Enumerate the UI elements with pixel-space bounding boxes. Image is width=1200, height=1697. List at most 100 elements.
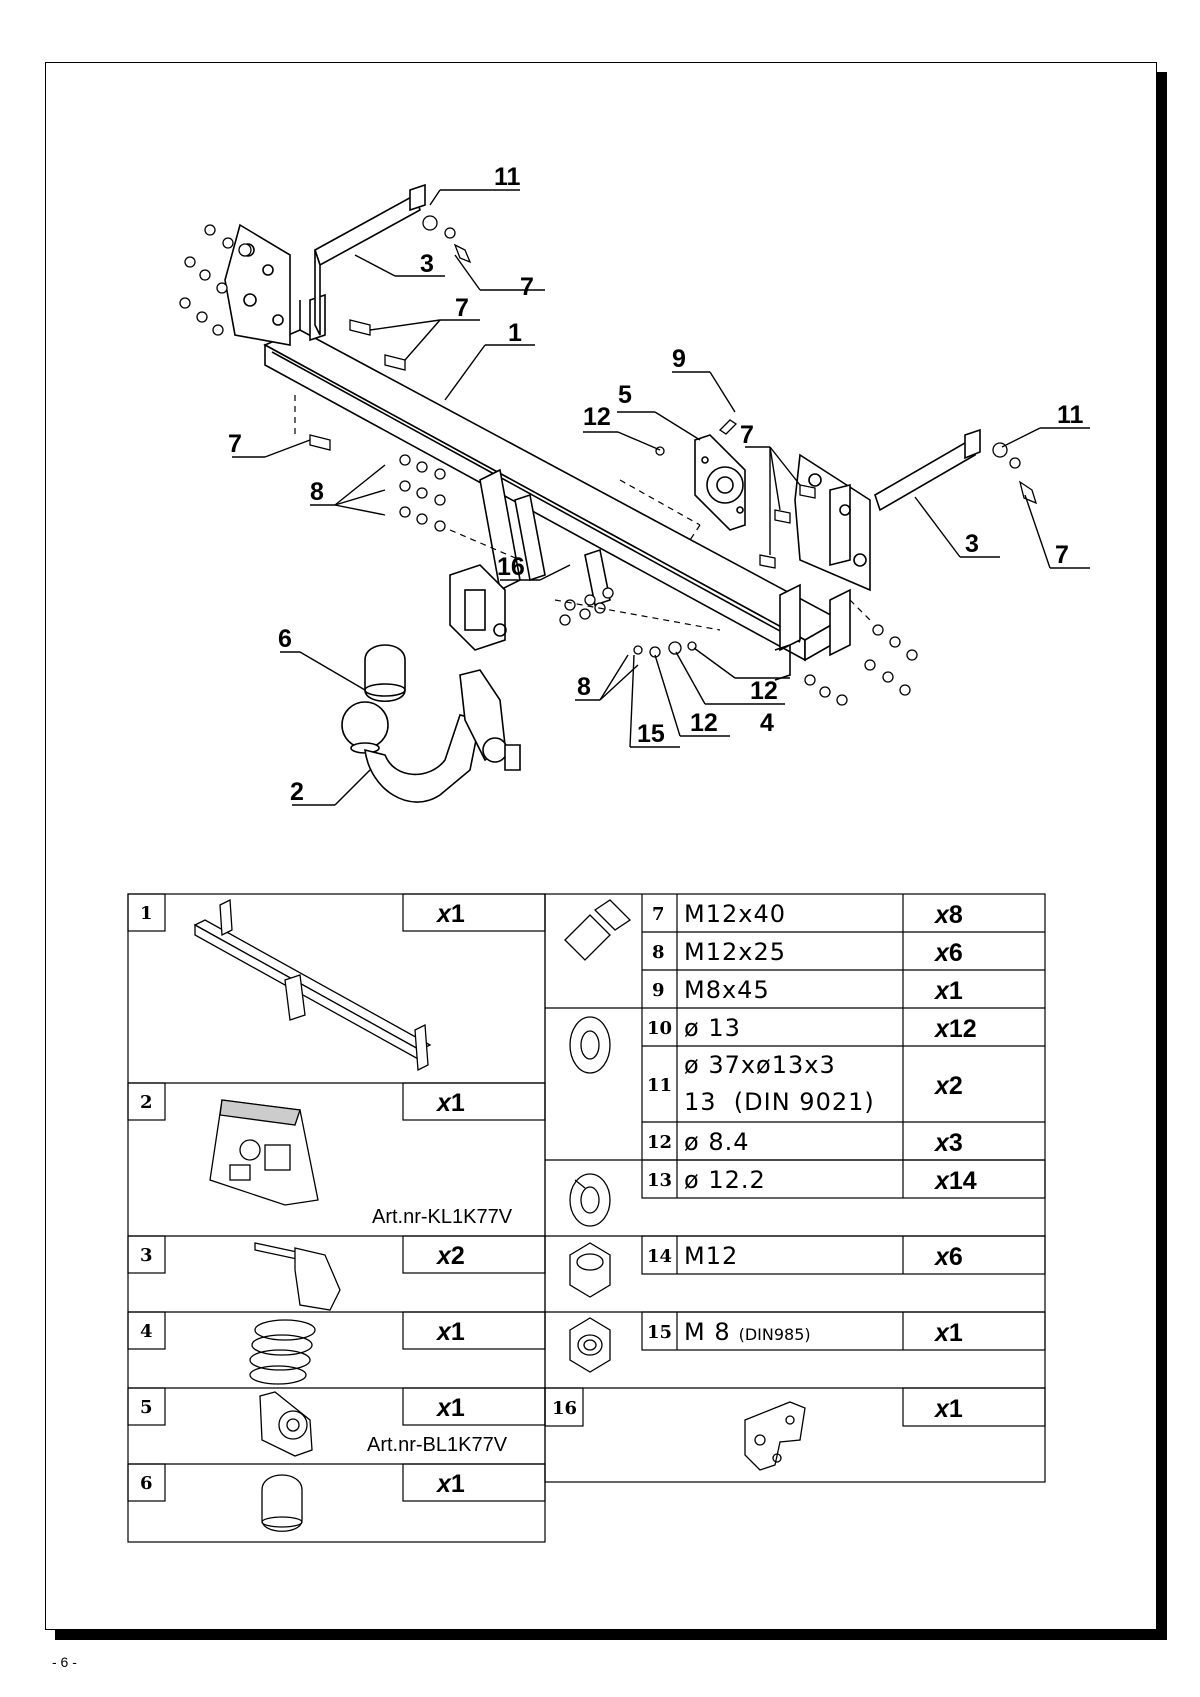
callout-11-left: 11 <box>494 163 521 191</box>
hw-spec-11-line2: 13 (DIN 9021) <box>684 1088 875 1116</box>
part-no-6: 6 <box>140 1473 153 1494</box>
thumb-washer <box>569 1016 611 1074</box>
part-qty-4: x1 <box>435 1318 465 1346</box>
part-no-1: 1 <box>140 903 153 924</box>
qty-value: 6 <box>949 1243 963 1271</box>
part-no-3: 3 <box>140 1245 153 1266</box>
callout-labels: 11 3 7 7 1 9 5 12 7 7 11 8 3 7 16 6 8 12… <box>228 163 1084 806</box>
callout-15: 15 <box>637 720 665 748</box>
callout-11-right: 11 <box>1057 401 1084 429</box>
part-no-2: 2 <box>140 1092 153 1113</box>
thumb-side-arm <box>254 1242 341 1311</box>
callout-6: 6 <box>278 625 292 653</box>
qty-mark: x <box>435 900 452 928</box>
part-qty-1: x1 <box>435 900 465 928</box>
callout-12-lower: 12 <box>690 709 718 737</box>
hw-qty-13: x14 <box>933 1167 977 1195</box>
qty-value: 1 <box>451 1394 465 1422</box>
callout-16: 16 <box>497 553 525 581</box>
callout-1: 1 <box>508 319 522 347</box>
part-qty-3: x2 <box>435 1242 465 1270</box>
hw-no-12: 12 <box>647 1132 672 1153</box>
qty-value: 1 <box>949 1319 963 1347</box>
hw-spec-14: M12 <box>684 1242 738 1270</box>
callout-8-left: 8 <box>310 478 324 506</box>
parts-table <box>127 893 1046 1543</box>
thumb-bracket-16 <box>744 1401 806 1471</box>
callout-8-lower: 8 <box>577 673 591 701</box>
qty-mark: x <box>933 977 950 1005</box>
callout-3-left: 3 <box>420 250 434 278</box>
table-thumbnails <box>193 898 806 1532</box>
qty-mark: x <box>933 1395 950 1423</box>
thumb-electrical-kit <box>209 1099 319 1206</box>
crossbar-drawing <box>263 293 851 681</box>
part-qty-5: x1 <box>435 1394 465 1422</box>
thumb-socket-plate <box>259 1391 313 1457</box>
hw-qty-8: x6 <box>933 939 963 967</box>
hw-spec-13: ø 12.2 <box>684 1166 766 1194</box>
qty-mark: x <box>435 1089 452 1117</box>
thumb-spring <box>249 1319 316 1385</box>
qty-mark: x <box>933 1129 950 1157</box>
qty-value: 1 <box>451 1470 465 1498</box>
hw-spec-12: ø 8.4 <box>684 1128 749 1156</box>
hw-no-13: 13 <box>647 1170 672 1191</box>
part-art-2: Art.nr-KL1K77V <box>372 1206 513 1228</box>
page-number: - 6 - <box>52 1654 77 1670</box>
hardware-drawing <box>179 215 1038 706</box>
hw-qty-15: x1 <box>933 1319 963 1347</box>
qty-value: 14 <box>949 1167 977 1195</box>
bracket-16-drawing <box>449 564 507 651</box>
hw-no-8: 8 <box>652 942 665 963</box>
hw-spec-15: M 8 (DIN985) <box>684 1318 811 1346</box>
qty-mark: x <box>435 1318 452 1346</box>
hw-qty-7: x8 <box>933 901 963 929</box>
callout-7-mid: 7 <box>455 294 469 322</box>
callout-7-right-lower: 7 <box>1055 541 1069 569</box>
qty-mark: x <box>435 1242 452 1270</box>
hw-spec-15-note: (DIN985) <box>739 1325 811 1344</box>
thumb-spring-washer <box>569 1173 611 1227</box>
assembly-lines <box>294 395 871 631</box>
hw-qty-10: x12 <box>933 1015 977 1043</box>
part-art-5: Art.nr-BL1K77V <box>367 1434 508 1456</box>
ball-cap-drawing <box>364 644 406 702</box>
qty-value: 12 <box>949 1015 977 1043</box>
qty-mark: x <box>435 1470 452 1498</box>
callout-12-right: 12 <box>750 677 778 705</box>
exploded-view <box>179 183 1090 806</box>
callout-7-left-lower: 7 <box>228 430 242 458</box>
callout-7-right-upper: 7 <box>740 421 754 449</box>
parts-text: 1 x1 2 x1 Art.nr-KL1K77V 3 x2 4 x1 5 x1 … <box>140 900 513 1498</box>
qty-value: 1 <box>949 977 963 1005</box>
part-qty-2: x1 <box>435 1089 465 1117</box>
callout-4: 4 <box>760 709 774 737</box>
towball-neck-drawing <box>341 669 521 803</box>
qty-value: 2 <box>949 1072 963 1100</box>
callout-12-upper: 12 <box>583 403 611 431</box>
qty-mark: x <box>933 1015 950 1043</box>
hardware-text: 7 M12x40 x8 8 M12x25 x6 9 M8x45 x1 10 ø … <box>552 900 977 1423</box>
hw-spec-10: ø 13 <box>684 1014 741 1042</box>
qty-value: 1 <box>949 1395 963 1423</box>
hw-no-7: 7 <box>652 904 665 925</box>
qty-mark: x <box>933 1072 950 1100</box>
hw-spec-15-main: M 8 <box>684 1318 731 1346</box>
qty-mark: x <box>933 1243 950 1271</box>
part-qty-6: x1 <box>435 1470 465 1498</box>
qty-value: 8 <box>949 901 963 929</box>
qty-value: 1 <box>451 1318 465 1346</box>
hw-qty-16: x1 <box>933 1395 963 1423</box>
thumb-lock-nut <box>569 1317 611 1373</box>
callout-9: 9 <box>672 345 686 373</box>
callout-2: 2 <box>290 778 304 806</box>
thumb-nut <box>569 1242 611 1298</box>
qty-value: 6 <box>949 939 963 967</box>
qty-mark: x <box>933 939 950 967</box>
qty-mark: x <box>435 1394 452 1422</box>
qty-value: 1 <box>451 900 465 928</box>
thumb-ball-cap <box>261 1474 303 1532</box>
hw-no-14: 14 <box>647 1246 672 1267</box>
